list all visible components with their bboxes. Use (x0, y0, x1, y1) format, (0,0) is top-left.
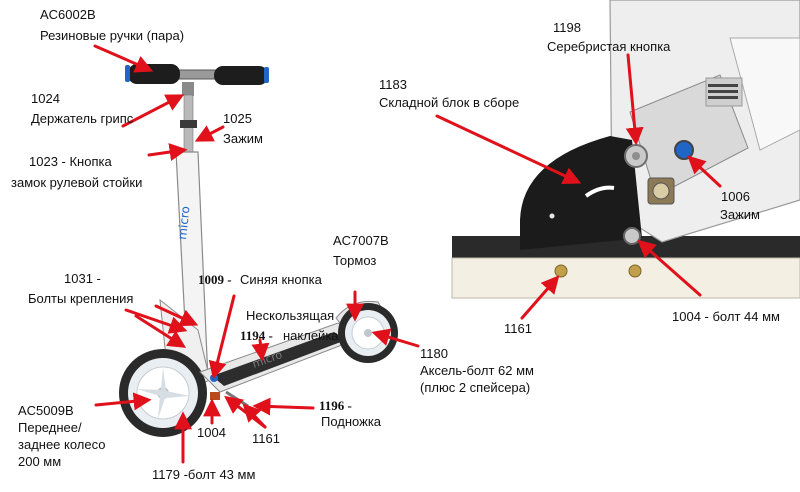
bolt-1161-right (554, 264, 568, 278)
label-wheel-line2: заднее колесо (18, 437, 106, 452)
label-blue-button-name: Синяя кнопка (240, 272, 322, 287)
label-sticker-line1: Нескользящая (246, 308, 335, 323)
fold-closeup-image (451, 0, 800, 299)
label-axle-code: 1180 (420, 346, 448, 361)
folding-block (520, 136, 642, 250)
left-grip (128, 64, 180, 84)
label-wheel-code: AC5009B (18, 403, 74, 418)
label-brake-code: AC7007B (333, 233, 389, 248)
deck-sticker (212, 332, 346, 386)
label-bolt-1161: 1161 (252, 431, 280, 446)
label-wheel-line3: 200 мм (18, 454, 62, 469)
bolt-1004-right (623, 227, 641, 245)
label-brake-name: Тормоз (333, 253, 377, 268)
label-fold-block-code: 1183 (379, 77, 407, 92)
label-silver-button-code: 1198 (553, 20, 581, 35)
label-axle-line2: (плюс 2 спейсера) (420, 380, 531, 395)
clamp-knob (674, 140, 694, 160)
label-grips-code: AC6002B (40, 7, 96, 22)
label-bolt-1004: 1004 (197, 425, 226, 440)
label-bolt-1179: 1179 -болт 43 мм (152, 467, 256, 482)
label-kickstand-name: Подножка (321, 414, 382, 429)
label-wheel-line1: Переднее/ (18, 420, 82, 435)
label-bolt-1004-right: 1004 - болт 44 мм (672, 309, 780, 324)
pointer-lines (93, 44, 722, 464)
label-bolts-name: Болты крепления (28, 291, 134, 306)
label-grips-name: Резиновые ручки (пара) (40, 28, 185, 43)
label-bolts-code: 1031 - (64, 271, 101, 286)
label-clamp2-code: 1006 (721, 189, 750, 204)
label-sticker-line2: наклейка (283, 328, 339, 343)
label-lock-button-line1: 1023 - Кнопка (29, 154, 112, 169)
label-clamp-code: 1025 (223, 111, 252, 126)
scooter-image: micro micro (119, 64, 398, 437)
label-clamp-name: Зажим (223, 131, 263, 146)
label-blue-button-code: 1009 - (198, 272, 232, 287)
label-grip-holder-name: Держатель грипс (31, 111, 134, 126)
label-clamp2-name: Зажим (720, 207, 760, 222)
label-grip-holder-code: 1024 (31, 91, 60, 106)
label-lock-button-line2: замок рулевой стойки (11, 175, 143, 190)
label-axle-line1: Аксель-болт 62 мм (420, 363, 534, 378)
label-silver-button-name: Серебристая кнопка (547, 39, 671, 54)
label-fold-block-name: Складной блок в сборе (379, 95, 520, 110)
label-sticker-code: 1194 - (240, 328, 273, 343)
label-kickstand-code: 1196 - (319, 398, 352, 413)
label-bolt-1161-right: 1161 (504, 321, 532, 336)
stem-logo: micro (175, 205, 192, 240)
right-grip (214, 66, 268, 85)
